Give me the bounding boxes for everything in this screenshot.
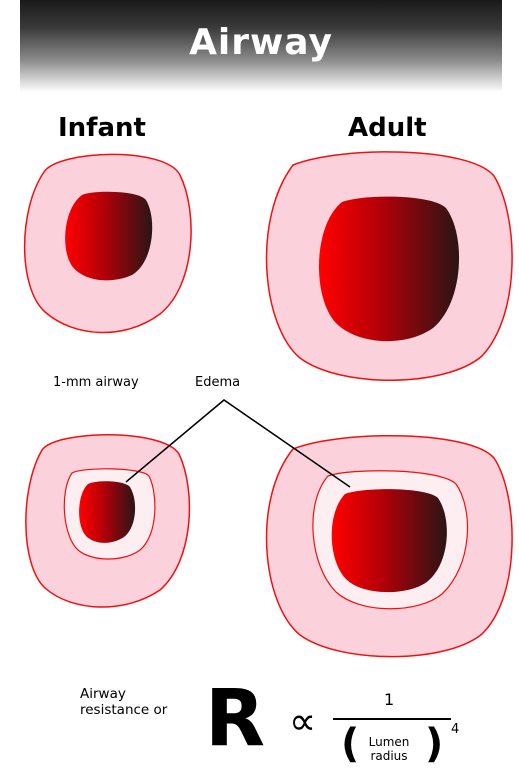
adult-normal-lumen <box>319 197 459 342</box>
adult-edema-lumen <box>332 489 447 592</box>
denominator-line-1: Lumen <box>357 735 421 749</box>
formula-numerator: 1 <box>384 690 394 709</box>
close-parenthesis: ) <box>425 724 443 764</box>
edema-label: Edema <box>195 375 240 390</box>
fraction-bar <box>333 718 451 720</box>
airway-resistance-line-1: Airway <box>80 686 167 702</box>
infant-edema-lumen <box>79 481 135 543</box>
formula-denominator: Lumen radius <box>357 735 421 763</box>
airway-resistance-line-2: resistance or <box>80 702 167 718</box>
airway-resistance-label: Airway resistance or <box>80 686 167 718</box>
denominator-line-2: radius <box>357 749 421 763</box>
infant-normal-lumen <box>65 192 152 281</box>
proportional-symbol: ∝ <box>289 702 316 740</box>
one-mm-airway-label: 1-mm airway <box>53 375 139 390</box>
resistance-symbol: R <box>205 680 265 758</box>
formula-exponent: 4 <box>451 722 459 737</box>
